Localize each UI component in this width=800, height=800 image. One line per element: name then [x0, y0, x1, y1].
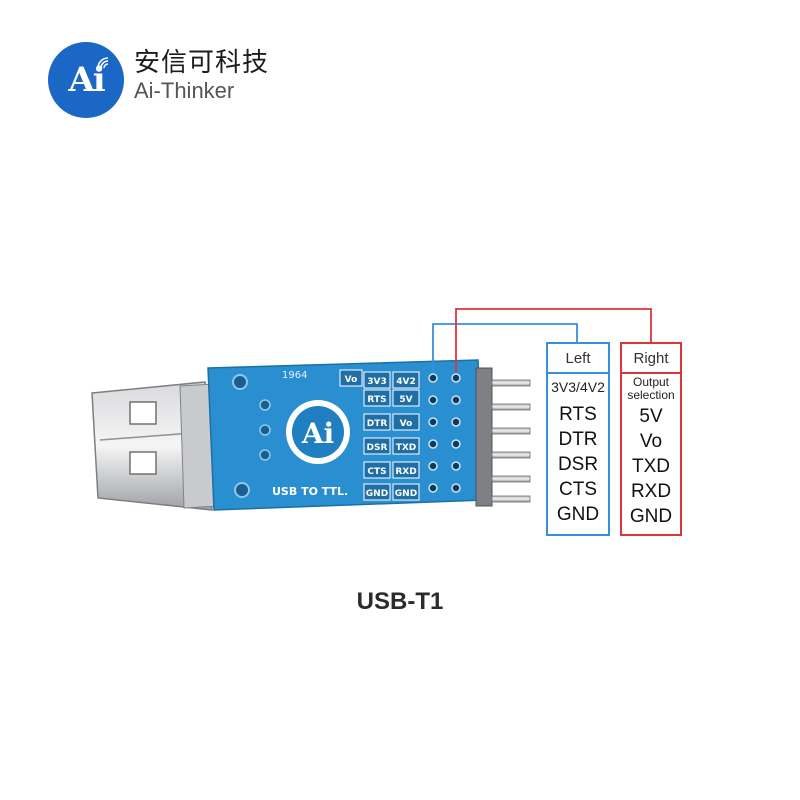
silk-gnd-right-label: GND [395, 489, 417, 499]
left-connector-line [432, 323, 578, 372]
right-connector-line [455, 308, 652, 372]
silk-gnd-label: GND [366, 489, 388, 499]
board-code-label: 1964 [282, 370, 307, 381]
brand-name-chinese: 安信可科技 [134, 47, 270, 77]
silk-3v3-label: 3V3 [367, 377, 387, 387]
left-pin-item: DSR [557, 454, 599, 475]
product-caption: USB-T1 [356, 588, 444, 615]
silk-rxd-label: RXD [395, 467, 416, 477]
left-pin-item: CTS [559, 479, 597, 500]
board-logo-text: Ai [301, 417, 334, 450]
silk-dtr-label: DTR [367, 419, 388, 429]
left-pin-list: RTS DTR DSR CTS GND [548, 402, 608, 527]
left-pin-item: DTR [558, 429, 598, 450]
usb-a-connector [91, 381, 219, 511]
left-box-subtitle: 3V3/4V2 [551, 379, 605, 395]
left-box-title: Left [548, 344, 608, 374]
silk-vo-right-label: Vo [400, 419, 413, 429]
right-box-subtitle-line2: selection [627, 388, 675, 402]
silk-cts-label: CTS [367, 467, 386, 477]
left-pin-item: RTS [559, 404, 597, 425]
board-title-label: USB TO TTL. [272, 485, 348, 498]
left-pin-box: Left 3V3/4V2 RTS DTR DSR CTS GND [546, 342, 610, 536]
silk-vo-label: Vo [345, 375, 358, 385]
right-pin-item: RXD [630, 481, 672, 502]
right-pin-item: GND [629, 506, 673, 527]
right-pin-list: 5V Vo TXD RXD GND [622, 404, 680, 529]
silkscreen-table: Vo 3V3 RTS DTR DSR CTS GND 4V2 5V Vo TXD… [339, 369, 420, 501]
right-pin-item: 5V [639, 406, 663, 427]
ai-thinker-logo: Ai [48, 42, 124, 118]
silk-5v-label: 5V [399, 395, 412, 405]
pin-header [475, 367, 531, 507]
right-box-title: Right [622, 344, 680, 374]
silk-txd-label: TXD [396, 443, 417, 453]
silk-rts-label: RTS [367, 395, 386, 405]
right-pin-item: TXD [632, 456, 670, 477]
silk-dsr-label: DSR [367, 443, 388, 453]
right-box-subtitle-line1: Output [632, 375, 670, 389]
left-pin-item: GND [556, 504, 600, 525]
right-pin-box: Right Output selection 5V Vo TXD RXD GND [620, 342, 682, 536]
header-pin-holes [428, 373, 461, 493]
logo-text: Ai [68, 60, 105, 100]
silk-4v2-label: 4V2 [396, 377, 416, 387]
brand-name-english: Ai-Thinker [134, 78, 235, 103]
right-box-subtitle: Output selection [622, 374, 680, 404]
right-pin-item: Vo [639, 431, 663, 452]
wifi-waves-icon [97, 57, 109, 69]
